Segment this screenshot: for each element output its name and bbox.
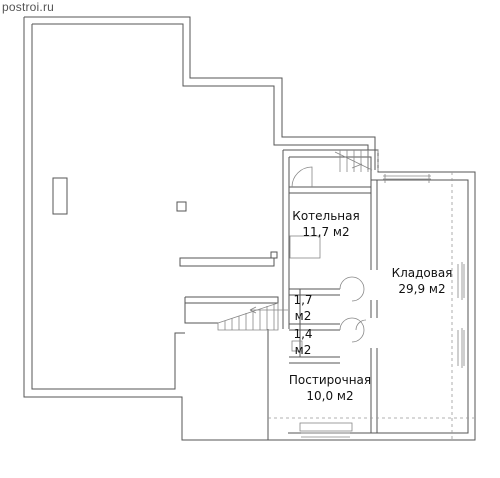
room-area: м2 xyxy=(294,309,312,323)
room-label-small-1: 1,7 м2 xyxy=(288,292,318,324)
column-center xyxy=(176,201,187,212)
room-name: 1,4 xyxy=(293,327,313,341)
room-area: 10,0 м2 xyxy=(306,389,354,403)
room-label-small-2: 1,4 м2 xyxy=(288,326,318,358)
room-label-boiler: Котельная 11,7 м2 xyxy=(286,208,366,240)
doors xyxy=(291,166,367,343)
room-area: 29,9 м2 xyxy=(398,282,446,296)
room-label-laundry: Постирочная 10,0 м2 xyxy=(282,372,378,404)
room-name: Котельная xyxy=(292,209,360,223)
windows xyxy=(301,174,465,438)
room-area: 11,7 м2 xyxy=(302,225,350,239)
room-name: 1,7 xyxy=(293,293,313,307)
inner-partitions xyxy=(52,177,279,304)
room-area: м2 xyxy=(294,343,312,357)
site-watermark: postroi.ru xyxy=(2,0,55,14)
column-left xyxy=(52,177,68,215)
boiler xyxy=(289,235,321,259)
room-label-storage: Кладовая 29,9 м2 xyxy=(370,265,474,297)
basement-walls xyxy=(268,149,476,441)
room-name: Постирочная xyxy=(288,373,372,387)
stairs xyxy=(217,150,373,331)
unexcavated-area-outline xyxy=(23,16,376,441)
room-name: Кладовая xyxy=(391,266,453,280)
dashed-outline xyxy=(268,150,474,440)
equipment xyxy=(289,235,353,432)
